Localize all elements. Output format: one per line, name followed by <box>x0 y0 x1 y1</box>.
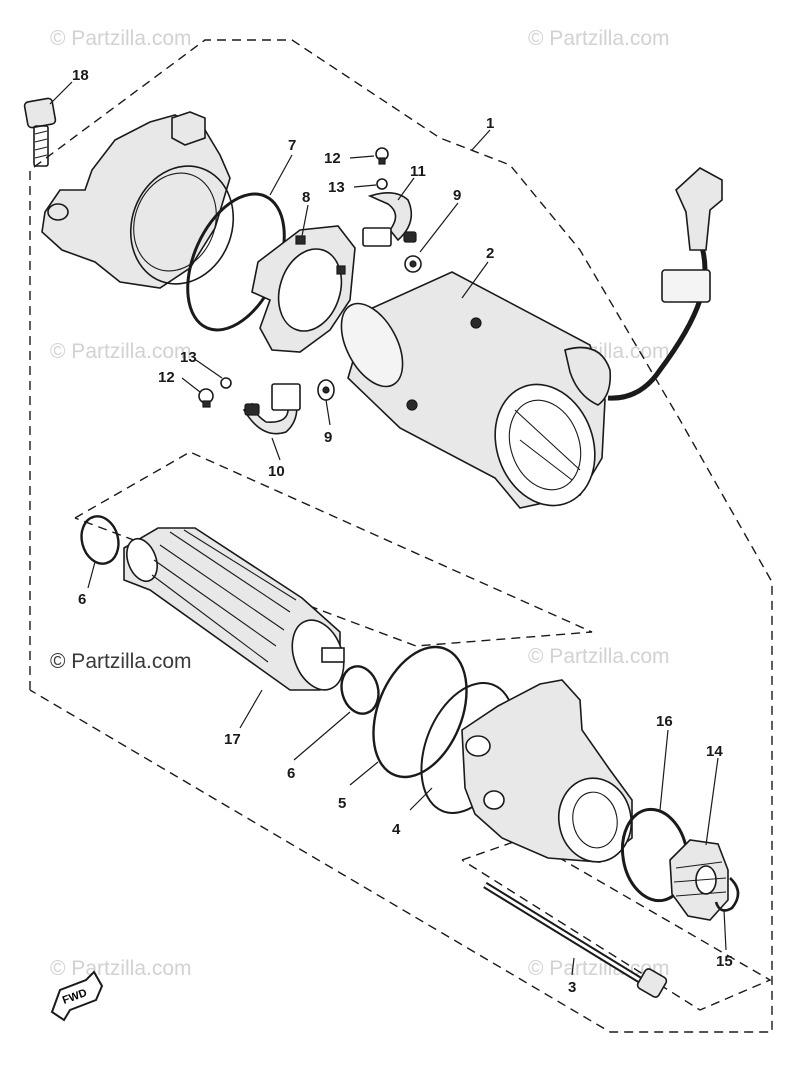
callout-13-upper: 13 <box>328 179 345 196</box>
callout-5: 5 <box>338 795 346 812</box>
screw-12-lower <box>198 388 214 408</box>
callout-8: 8 <box>302 189 310 206</box>
brush-upper-11 <box>362 192 417 247</box>
circlip-15 <box>714 877 740 912</box>
callout-12-lower: 12 <box>158 369 175 386</box>
bolt-18 <box>23 97 57 167</box>
callout-labels: 1 2 3 4 5 6 6 7 8 9 9 10 11 12 12 13 13 … <box>72 67 733 996</box>
callout-4: 4 <box>392 821 401 838</box>
lead-wire <box>564 167 723 406</box>
rear-cover <box>41 111 235 289</box>
front-cover <box>461 679 633 863</box>
callout-16: 16 <box>656 713 673 730</box>
callout-7: 7 <box>288 137 296 154</box>
callout-9-upper: 9 <box>453 187 461 204</box>
gasket-5 <box>372 645 468 779</box>
callout-18: 18 <box>72 67 89 84</box>
gear-14 <box>669 839 729 921</box>
callout-15: 15 <box>716 953 733 970</box>
brush-plate-8 <box>251 225 356 353</box>
washer-6-left <box>80 515 120 565</box>
callout-17: 17 <box>224 731 241 748</box>
brush-lower-10 <box>242 383 301 435</box>
watermark: © Partzilla.com <box>50 27 192 50</box>
callout-6-right: 6 <box>287 765 295 782</box>
terminal-9-upper <box>404 255 422 273</box>
shaft-group-outline <box>461 837 772 1011</box>
callout-13-lower: 13 <box>180 349 197 366</box>
callout-3: 3 <box>568 979 576 996</box>
yoke-body-2 <box>340 271 606 509</box>
through-bolt-3 <box>483 882 668 998</box>
washer-13-lower <box>220 377 232 389</box>
callout-14: 14 <box>706 743 723 760</box>
washer-6-right <box>340 665 380 715</box>
callout-6-left: 6 <box>78 591 86 608</box>
terminal-9-lower <box>317 379 335 401</box>
callout-9-lower: 9 <box>324 429 332 446</box>
callout-2: 2 <box>486 245 494 262</box>
screw-12-upper <box>375 147 389 165</box>
callout-11: 11 <box>410 163 426 180</box>
watermark-prominent: © Partzilla.com <box>50 650 192 673</box>
callout-12-upper: 12 <box>324 150 341 167</box>
callout-10: 10 <box>268 463 285 480</box>
assembly-outline <box>29 39 773 1033</box>
leader-lines <box>49 81 727 976</box>
watermark: © Partzilla.com <box>528 645 670 668</box>
armature-17 <box>123 527 345 691</box>
watermark: © Partzilla.com <box>50 957 192 980</box>
washer-13-upper <box>376 178 388 190</box>
callout-1: 1 <box>486 115 494 132</box>
watermark: © Partzilla.com <box>50 340 192 363</box>
watermark: © Partzilla.com <box>528 27 670 50</box>
